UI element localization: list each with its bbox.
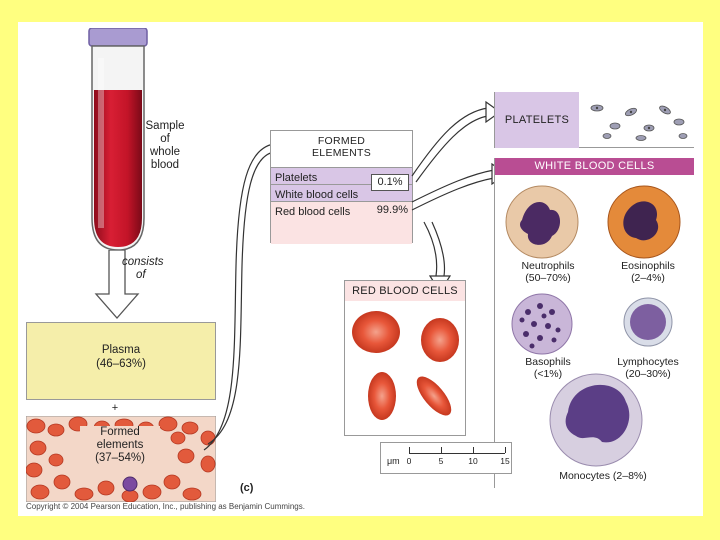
monocytes-label: Monocytes (2–8%) — [559, 470, 647, 482]
wbc-title: WHITE BLOOD CELLS — [495, 158, 694, 175]
slide: Sample of whole blood consists of Plasma… — [18, 22, 703, 516]
plasma-percent: (46–63%) — [96, 358, 146, 370]
formed-layer-label: Formed elements (37–54%) — [80, 426, 160, 465]
panel-label: (c) — [240, 482, 254, 494]
scale-tick-10: 10 — [468, 456, 478, 466]
scale-tick-5: 5 — [438, 456, 444, 466]
lymphocytes-label: Lymphocytes (20–30%) — [617, 356, 679, 380]
formed-elements-table: FORMED ELEMENTS Platelets White blood ce… — [270, 130, 413, 244]
wbc-cells-image — [505, 185, 681, 467]
platelets-image — [590, 104, 688, 141]
scale-tick-0: 0 — [406, 456, 412, 466]
rbc-panel: RED BLOOD CELLS — [344, 280, 466, 436]
plasma-box: Plasma (46–63%) — [26, 322, 216, 400]
rbc-title: RED BLOOD CELLS — [345, 281, 465, 301]
tube-label: Sample of whole blood — [145, 120, 185, 171]
plus-sign: + — [111, 402, 119, 414]
eosinophils-label: Eosinophils (2–4%) — [621, 260, 675, 284]
plasma-label: Plasma — [101, 344, 141, 356]
scale-unit: μm — [387, 456, 400, 466]
platelets-panel: PLATELETS — [494, 92, 694, 148]
formed-table-title: FORMED ELEMENTS — [312, 135, 371, 159]
blood-tube — [88, 28, 148, 251]
branch-arrows-icon — [411, 100, 508, 294]
down-arrow-icon — [94, 250, 140, 319]
basophils-label: Basophils (<1%) — [525, 356, 571, 380]
platelets-title: PLATELETS — [495, 92, 579, 148]
copyright-text: Copyright © 2004 Pearson Education, Inc.… — [26, 502, 305, 511]
neutrophils-label: Neutrophils (50–70%) — [521, 260, 575, 284]
scale-tick-15: 15 — [500, 456, 510, 466]
table-row-rbc: Red blood cells 99.9% — [271, 201, 412, 244]
scale-bar: μm 0 5 10 15 — [380, 442, 512, 474]
wbc-platelet-percent: 0.1% — [371, 174, 409, 191]
rbc-image — [352, 311, 459, 420]
consists-of-label: consists of — [122, 256, 164, 281]
